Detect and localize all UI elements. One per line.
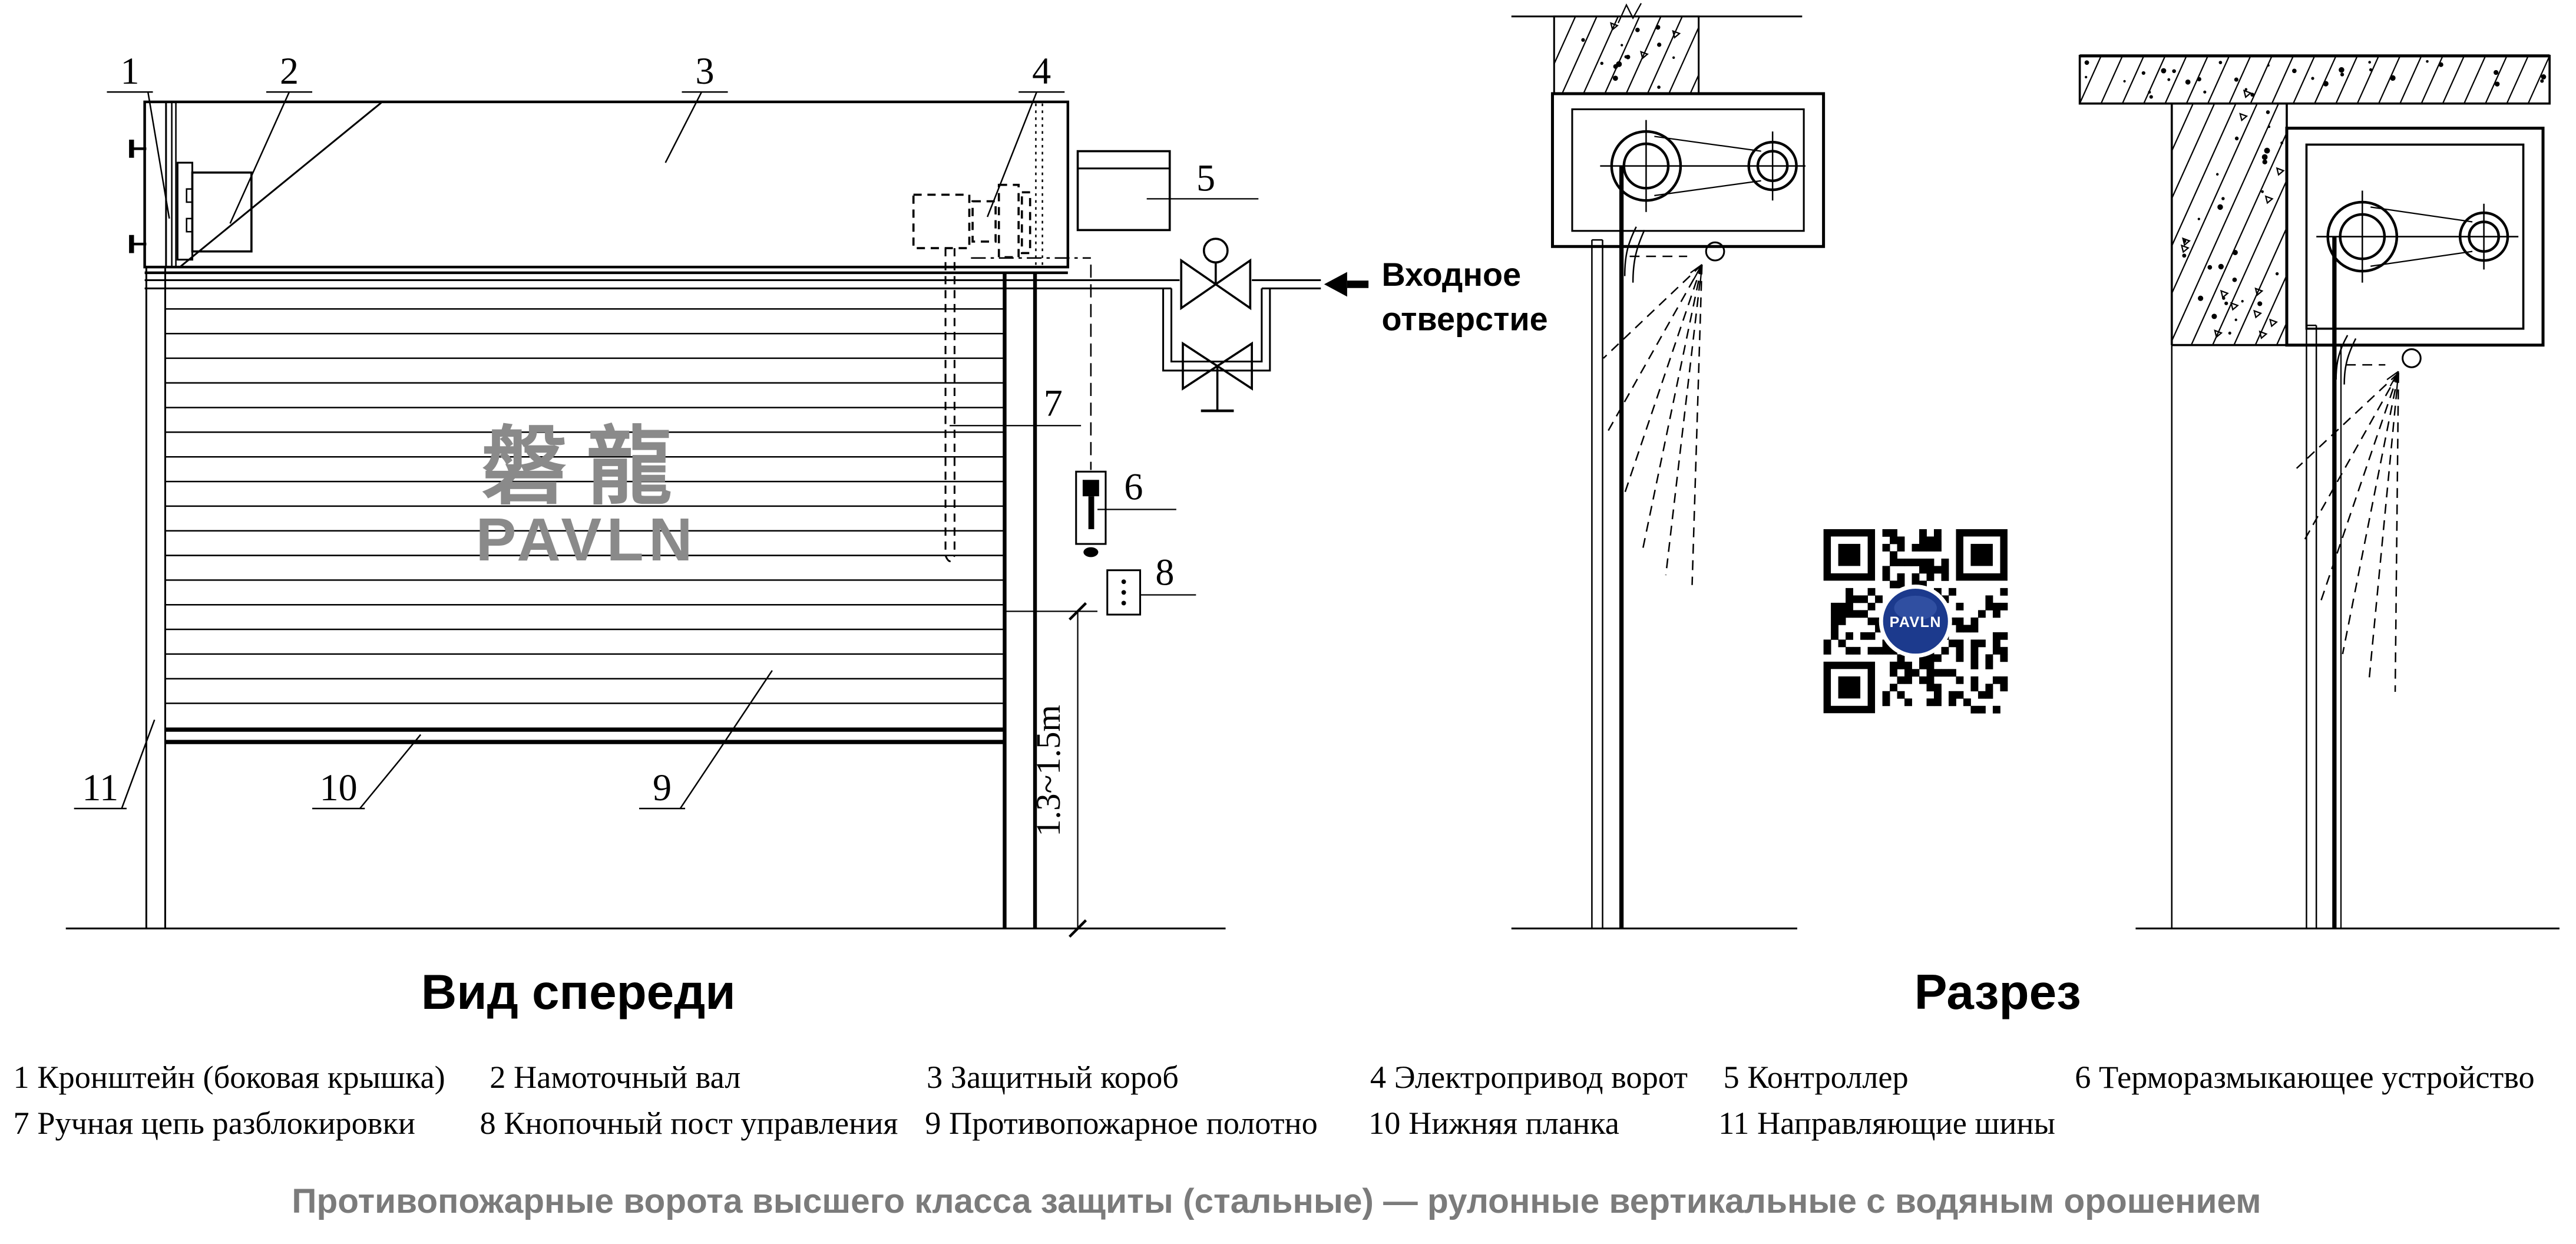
roller-pulleys xyxy=(1600,120,1805,212)
thermal-release-device xyxy=(1075,470,1107,557)
dimension-label: 1.3~1.5m xyxy=(1029,705,1067,837)
legend-item-11: 11 Направляющие шины xyxy=(1718,1106,2055,1141)
legend-item-3: 3 Защитный короб xyxy=(927,1060,1179,1095)
section-view-title: Разрез xyxy=(1914,964,2081,1019)
callouts: 1 2 3 4 5 6 7 8 9 10 11 xyxy=(74,50,1259,810)
legend-item-8: 8 Кнопочный пост управления xyxy=(480,1106,898,1141)
break-mark-icon xyxy=(1618,3,1642,24)
front-view: Входное отверстие 1.3~1.5m xyxy=(65,50,1548,1019)
concrete-hatch xyxy=(2171,103,2288,346)
callout-8: 8 xyxy=(1155,552,1174,593)
concrete-hatch xyxy=(1553,16,1699,94)
callout-5: 5 xyxy=(1196,157,1215,199)
legend-item-9: 9 Противопожарное полотно xyxy=(925,1106,1318,1141)
legend-item-1: 1 Кронштейн (боковая крышка) xyxy=(14,1060,445,1095)
logo-cjk-text: 磐龍 xyxy=(481,417,692,517)
brand-logo: 磐龍 PAVLN xyxy=(476,417,697,573)
spray-fan xyxy=(2296,364,2399,692)
fire-curtain-slats xyxy=(165,308,1005,704)
push-button-station xyxy=(1106,569,1142,616)
callout-3: 3 xyxy=(696,50,715,92)
sprinkler-icon xyxy=(2386,348,2422,390)
legend-item-5: 5 Контроллер xyxy=(1723,1060,1908,1095)
shaft-brace-line xyxy=(180,102,382,267)
guide-rails xyxy=(145,267,1037,929)
housing-section xyxy=(2285,127,2545,347)
qr-modules xyxy=(1823,529,2008,714)
callout-11: 11 xyxy=(82,767,118,809)
valve-assembly: Входное отверстие xyxy=(1162,237,1548,413)
protective-housing xyxy=(143,100,1070,275)
legend: 1 Кронштейн (боковая крышка) 2 Намоточны… xyxy=(14,1060,2535,1141)
bracket-side-plate xyxy=(129,101,382,268)
callout-1: 1 xyxy=(120,50,139,92)
valve-bottom-icon xyxy=(1182,341,1253,413)
logo-latin-text: PAVLN xyxy=(476,506,697,573)
shaft-bearing xyxy=(176,161,194,261)
callout-6: 6 xyxy=(1124,466,1143,508)
qr-code: PAVLN xyxy=(1823,529,2008,714)
legend-item-4: 4 Электропривод ворот xyxy=(1370,1060,1688,1095)
inlet-label-line1: Входное xyxy=(1381,256,1521,293)
callout-10: 10 xyxy=(320,767,358,809)
controller-box xyxy=(1076,150,1171,232)
bottom-bar xyxy=(165,727,1005,744)
spray-fan xyxy=(1603,255,1703,585)
callout-2: 2 xyxy=(280,50,299,92)
legend-item-7: 7 Ручная цепь разблокировки xyxy=(14,1106,415,1141)
legend-item-2: 2 Намоточный вал xyxy=(490,1060,740,1095)
section-view-left xyxy=(1511,3,1826,930)
callout-9: 9 xyxy=(653,767,672,809)
inlet-arrow-icon xyxy=(1324,272,1347,297)
dimension-mounting-height: 1.3~1.5m xyxy=(1005,602,1098,938)
qr-badge-label: PAVLN xyxy=(1890,614,1942,631)
winding-shaft-end xyxy=(191,171,253,253)
section-view-right: Разрез xyxy=(1914,54,2560,1019)
guide-rail-section xyxy=(2306,324,2317,929)
water-pipe xyxy=(144,279,1321,289)
sprinkler-icon xyxy=(1690,241,1725,283)
roller-pulleys xyxy=(2316,190,2519,283)
concrete-hatch xyxy=(2079,55,2551,104)
legend-item-6: 6 Терморазмыкающее устройство xyxy=(2075,1060,2534,1095)
guide-rail-section xyxy=(1591,239,1603,929)
valve-top-icon xyxy=(1180,237,1252,311)
inlet-label-line2: отверстие xyxy=(1381,301,1547,338)
front-view-title: Вид спереди xyxy=(421,964,736,1019)
housing-section xyxy=(1550,92,1826,248)
callout-7: 7 xyxy=(1044,382,1063,424)
legend-item-10: 10 Нижняя планка xyxy=(1368,1106,1619,1141)
product-title: Противопожарные ворота высшего класса за… xyxy=(292,1182,2261,1220)
manual-chain xyxy=(944,248,955,562)
qr-badge-highlight xyxy=(1894,595,1937,621)
door-motor-hidden xyxy=(912,103,1043,266)
callout-4: 4 xyxy=(1032,50,1051,92)
